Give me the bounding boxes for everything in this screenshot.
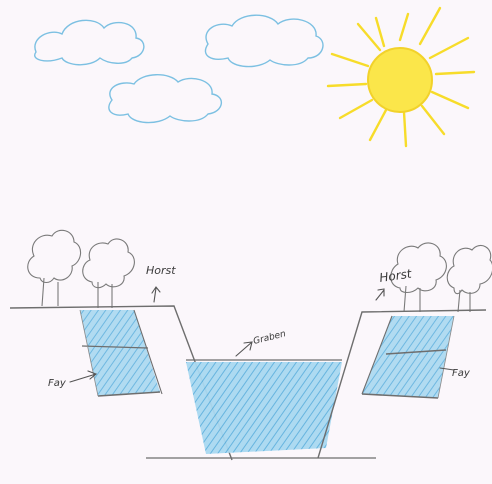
fay-left-label: Fay: [48, 378, 67, 389]
horst-left-label: Horst: [146, 264, 176, 277]
fay-right-label: Fay: [452, 368, 471, 379]
